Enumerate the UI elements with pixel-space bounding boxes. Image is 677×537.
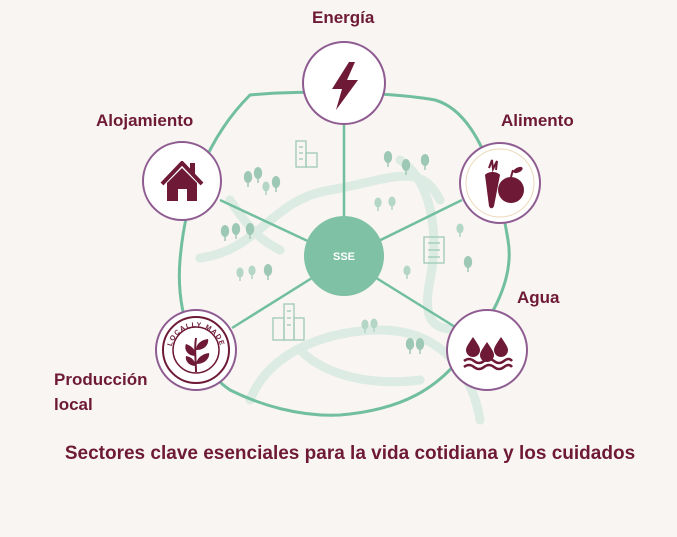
sector-node-energia [302,41,386,125]
sector-node-alimento [459,142,541,224]
buildings [272,140,445,341]
sector-label-alimento: Alimento [501,111,574,130]
locally-made-badge-icon: LOCALLY MADE [162,316,230,384]
pentagon-ring [177,90,511,417]
house-icon [160,161,204,201]
sector-label-alojamiento: Alojamiento [96,111,194,130]
hub-label: SSE [333,251,355,263]
sector-label-agua: Agua [517,288,560,307]
lightning-bolt-icon [332,62,358,110]
sector-node-produccion: LOCALLY MADE [155,309,237,391]
diagram-caption: Sectores clave esenciales para la vida c… [64,443,636,464]
carrot-apple-icon [485,159,524,209]
sector-node-agua [446,309,528,391]
water-drops-icon [463,337,513,371]
sector-node-alojamiento [142,141,222,221]
sector-label-energia: Energía [312,8,375,27]
hub-node: SSE [304,216,384,296]
sector-label-produccion: Producción local [54,370,148,414]
